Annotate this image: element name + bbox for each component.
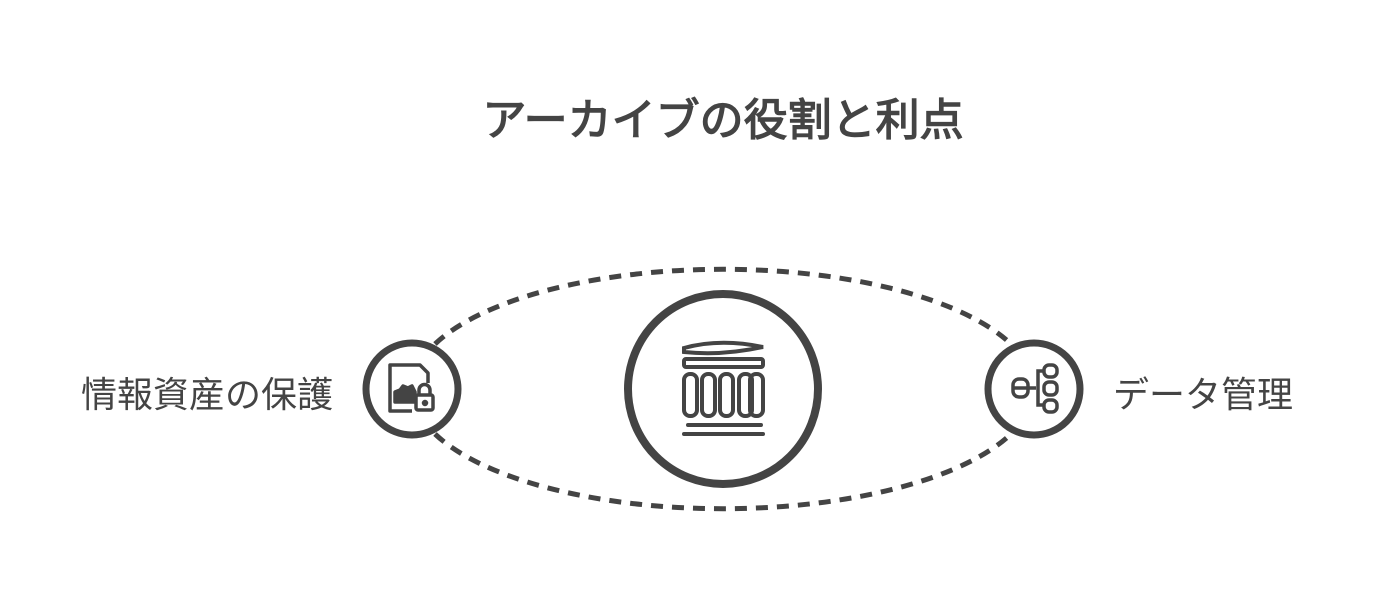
database-hierarchy-icon [1011, 363, 1059, 414]
diagram-title: アーカイブの役割と利点 [482, 95, 964, 146]
right-node-label: データ管理 [1113, 375, 1294, 416]
left-node-label: 情報資産の保護 [80, 375, 333, 416]
archive-building-icon [682, 340, 765, 436]
right-node [984, 339, 1084, 439]
center-node [624, 290, 822, 488]
bottom-connector-arc [433, 432, 1013, 512]
left-node [362, 339, 462, 439]
dashed-connector-ellipse [433, 266, 1013, 512]
top-connector-arc [433, 266, 1013, 346]
locked-image-file-icon [388, 363, 435, 413]
